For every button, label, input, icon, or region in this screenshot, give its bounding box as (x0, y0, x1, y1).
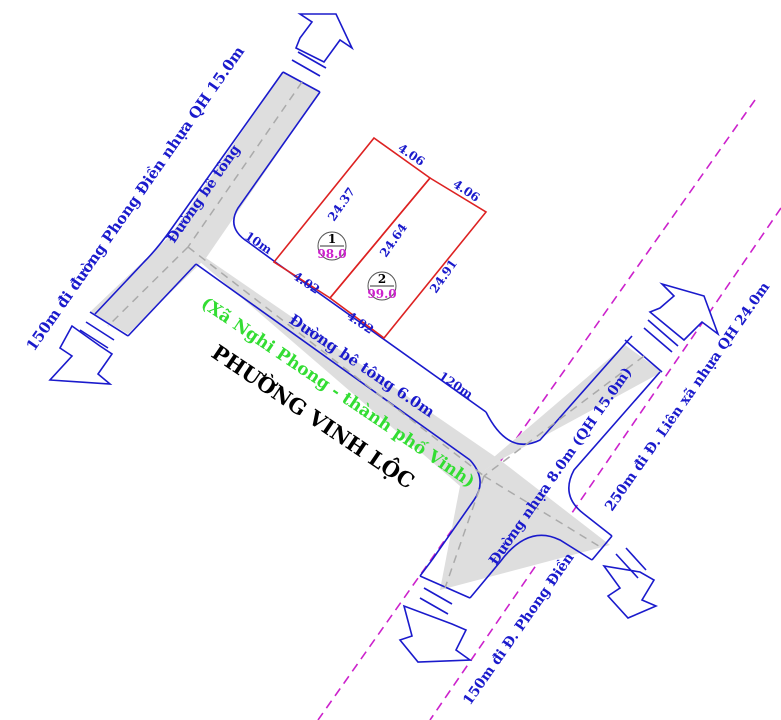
lots (272, 136, 488, 340)
lot-2-right-dim: 24.91 (427, 257, 460, 296)
dist-10m: 10m (242, 229, 274, 257)
boundary-lines (317, 99, 781, 720)
lot-1-right-dim: 24.64 (377, 221, 410, 260)
arrow-left (48, 321, 115, 385)
lot-2-bottom-dim: 4.02 (344, 309, 376, 337)
commune-label: (Xã Nghi Phong - thành phố Vinh) (197, 294, 478, 493)
lot-markers (317, 231, 397, 301)
arrow-bottom-right (602, 547, 659, 619)
lot-2-outline (328, 176, 488, 340)
arrow-bottom-left (398, 587, 473, 663)
road-centerlines (107, 81, 645, 589)
direction-arrows (48, 13, 720, 663)
lot-1-left-dim: 24.37 (325, 185, 358, 224)
dist-120m: 120m (436, 369, 475, 402)
lot-1-area: 98.0 (317, 247, 346, 261)
road-outlines (89, 71, 663, 599)
lot-2-number: 2 (378, 272, 386, 286)
arrow-top (291, 13, 354, 77)
arrow-right-top (643, 282, 720, 353)
lot-1-number: 1 (328, 232, 336, 246)
lot-2-area: 99.0 (367, 287, 396, 301)
